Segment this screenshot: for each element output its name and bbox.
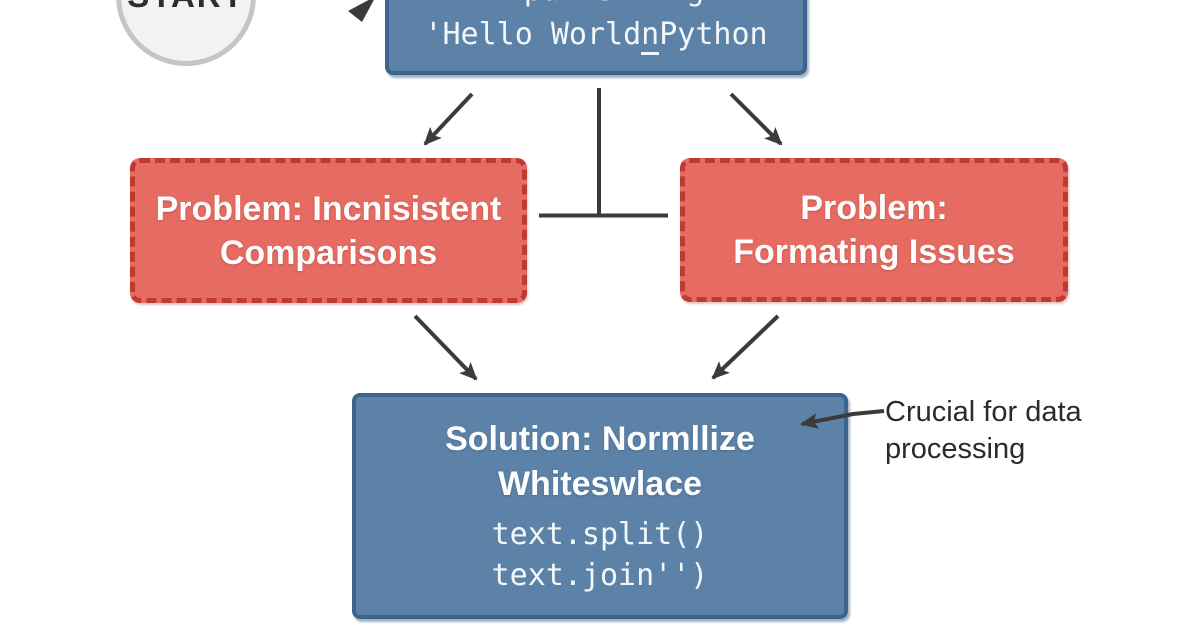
newline-escape-char: n: [641, 17, 660, 55]
solution-title-line2: Whiteswlace: [497, 464, 703, 503]
arrow-left-problem-to-solution-icon: [413, 314, 478, 381]
solution-title-line1: Solution: Normllize: [445, 419, 755, 458]
solution-box-normalize-whitespace: Solution: Normllize Whiteswlace text.spl…: [352, 393, 848, 619]
problem-right-line1: Problem:: [800, 189, 948, 227]
problem-left-line1: Problem: Incnisistent: [155, 189, 502, 228]
arrow-input-to-left-problem-icon: [423, 92, 474, 146]
problem-box-formatting-issues: Problem: Formating Issues: [680, 158, 1068, 302]
arrow-right-problem-to-solution-icon: [711, 314, 780, 380]
solution-code-join: text.join''): [491, 557, 709, 593]
problem-right-line2: Formating Issues: [733, 233, 1015, 271]
input-string-box: Input String 'Hello WorldnPython: [385, 0, 807, 75]
input-box-partial-line: Input String: [488, 0, 705, 13]
start-label: START: [127, 0, 245, 15]
arrow-input-to-right-problem-icon: [729, 92, 783, 146]
problem-box-inconsistent-comparisons: Problem: Incnisistent Comparisons: [130, 158, 527, 303]
start-to-input-arrowhead-icon: [348, 0, 374, 22]
problem-left-line2: Comparisons: [219, 233, 438, 272]
callout-line2: processing: [885, 433, 1026, 465]
solution-code-group: text.split() text.join''): [492, 514, 709, 596]
solution-code-split: text.split(): [491, 516, 709, 552]
code-post: Python: [659, 17, 768, 52]
callout-annotation: Crucial for data processing: [885, 394, 1145, 468]
start-node: START: [116, 0, 256, 66]
hello-world-code-line: 'Hello WorldnPython: [424, 13, 768, 57]
callout-line1: Crucial for data: [885, 396, 1082, 428]
code-pre: 'Hello World: [424, 17, 642, 52]
